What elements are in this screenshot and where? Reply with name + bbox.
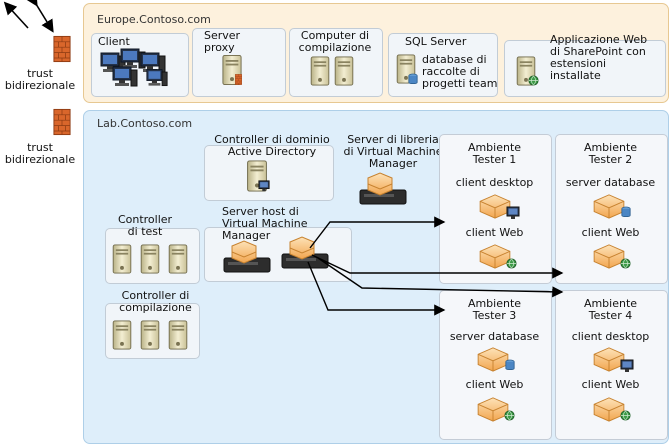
lab-domain-title: Lab.Contoso.com [97,117,193,130]
sharepoint-label: Applicazione Web di SharePoint con esten… [550,33,648,82]
environment-role: server database [565,176,656,189]
trust-label: trust bidirezionale [4,141,76,166]
environment-title: Ambiente Tester 2 [583,141,638,166]
ad-panel [204,145,334,201]
environment-title: Ambiente Tester 4 [583,297,638,322]
client-label: Client [98,35,130,48]
test-controller-label: Controller di test [117,213,173,238]
environment-role: client desktop [571,330,650,343]
sql-server-db-label: database di raccolte di progetti team [422,53,498,90]
ad-label: Controller di dominio Active Directory [214,133,330,158]
environment-role: client Web [465,378,524,391]
environment-role: client Web [465,226,524,239]
environment-role: client Web [581,378,640,391]
environment-role: server database [449,330,540,343]
europe-domain-title: Europe.Contoso.com [97,13,211,26]
vmm-host-label: Server host di Virtual Machine Manager [222,205,308,242]
proxy-label: Server proxy [204,29,241,54]
sql-server-title: SQL Server [405,35,467,48]
build-computer-label: Computer di compilazione [298,29,372,54]
proxy-panel [192,28,286,97]
environment-role: client desktop [455,176,534,189]
trust-label: trust bidirezionale [4,67,76,92]
environment-role: client Web [581,226,640,239]
environment-title: Ambiente Tester 3 [467,297,522,322]
vmm-library-label: Server di libreria di Virtual Machine Ma… [343,133,443,170]
build-controller-label: Controller di compilazione [119,289,192,314]
environment-title: Ambiente Tester 1 [467,141,522,166]
